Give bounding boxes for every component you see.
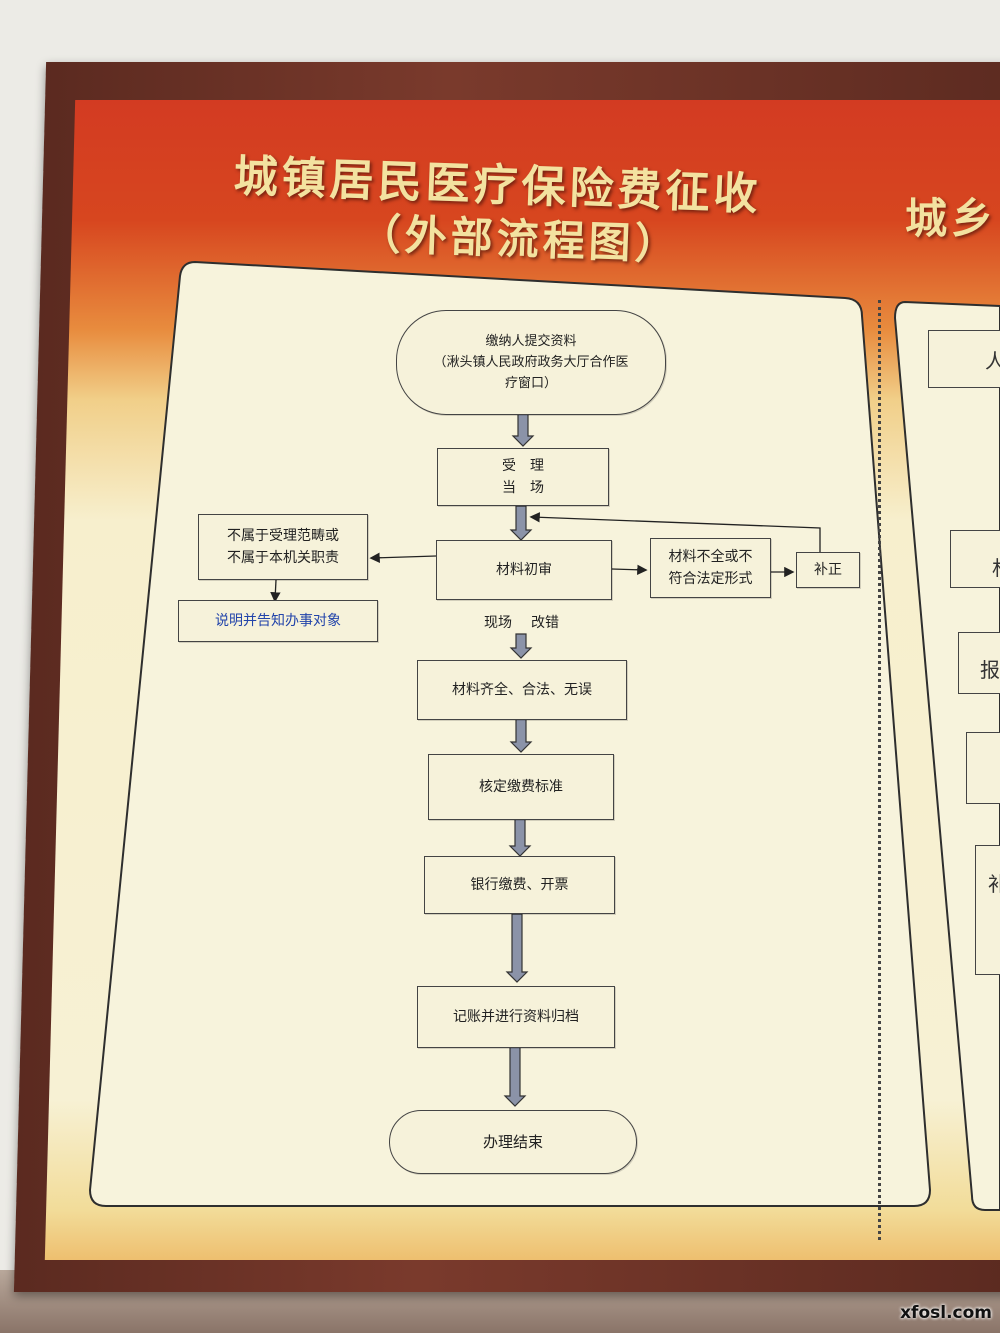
complete-node: 材料齐全、合法、无误 <box>417 660 627 720</box>
accept-node: 受 理 当 场 <box>437 448 609 506</box>
panel-divider <box>878 300 881 1240</box>
archive-label: 记账并进行资料归档 <box>453 1009 579 1025</box>
right-fragment-4: 补 <box>988 872 1000 896</box>
bank-pay-node: 银行缴费、开票 <box>424 856 615 914</box>
right-box-3 <box>958 632 1000 694</box>
start-node: 缴纳人提交资料 （湫头镇人民政府政务大厅合作医 疗窗口） <box>396 310 666 415</box>
out-of-scope-line1: 不属于受理范畴或 <box>227 528 339 544</box>
incomplete-line1: 材料不全或不 <box>668 549 753 565</box>
accept-line2: 当 场 <box>502 480 544 496</box>
verify-fee-node: 核定缴费标准 <box>428 754 614 820</box>
archive-node: 记账并进行资料归档 <box>417 986 615 1048</box>
verify-fee-label: 核定缴费标准 <box>479 779 563 795</box>
accept-line1: 受 理 <box>502 458 544 474</box>
explain-notify-label: 说明并告知办事对象 <box>215 613 341 629</box>
end-node: 办理结束 <box>389 1110 637 1174</box>
right-box-2 <box>950 530 1000 588</box>
out-of-scope-node: 不属于受理范畴或 不属于本机关职责 <box>198 514 368 580</box>
start-line2: （湫头镇人民政府政务大厅合作医 <box>433 355 629 370</box>
watermark: xfosl.com <box>900 1303 992 1323</box>
right-box-4 <box>966 732 1000 804</box>
end-label: 办理结束 <box>482 1133 543 1151</box>
right-fragment-1: 人 <box>985 349 1000 373</box>
out-of-scope-line2: 不属于本机关职责 <box>227 550 339 566</box>
supplement-label: 补正 <box>814 562 842 578</box>
right-fragment-2: 材 <box>992 552 1000 581</box>
right-box-5 <box>975 845 1000 975</box>
supplement-node: 补正 <box>796 552 860 588</box>
start-line3: 疗窗口） <box>504 376 557 391</box>
review-node: 材料初审 <box>436 540 612 600</box>
right-box-1 <box>928 330 1000 388</box>
board-title-right: 城乡 <box>905 194 998 243</box>
edge-label-correct: 改错 <box>531 615 559 631</box>
bank-pay-label: 银行缴费、开票 <box>470 877 569 893</box>
incomplete-line2: 符合法定形式 <box>668 571 753 587</box>
right-fragment-3: 报 <box>980 658 1000 682</box>
explain-notify-node: 说明并告知办事对象 <box>178 600 378 642</box>
start-line1: 缴纳人提交资料 <box>485 334 577 349</box>
incomplete-node: 材料不全或不 符合法定形式 <box>650 538 771 598</box>
down-arrows <box>503 411 535 1107</box>
complete-label: 材料齐全、合法、无误 <box>452 682 592 698</box>
edge-label-onsite: 现场 <box>484 615 512 631</box>
review-label: 材料初审 <box>496 562 552 578</box>
